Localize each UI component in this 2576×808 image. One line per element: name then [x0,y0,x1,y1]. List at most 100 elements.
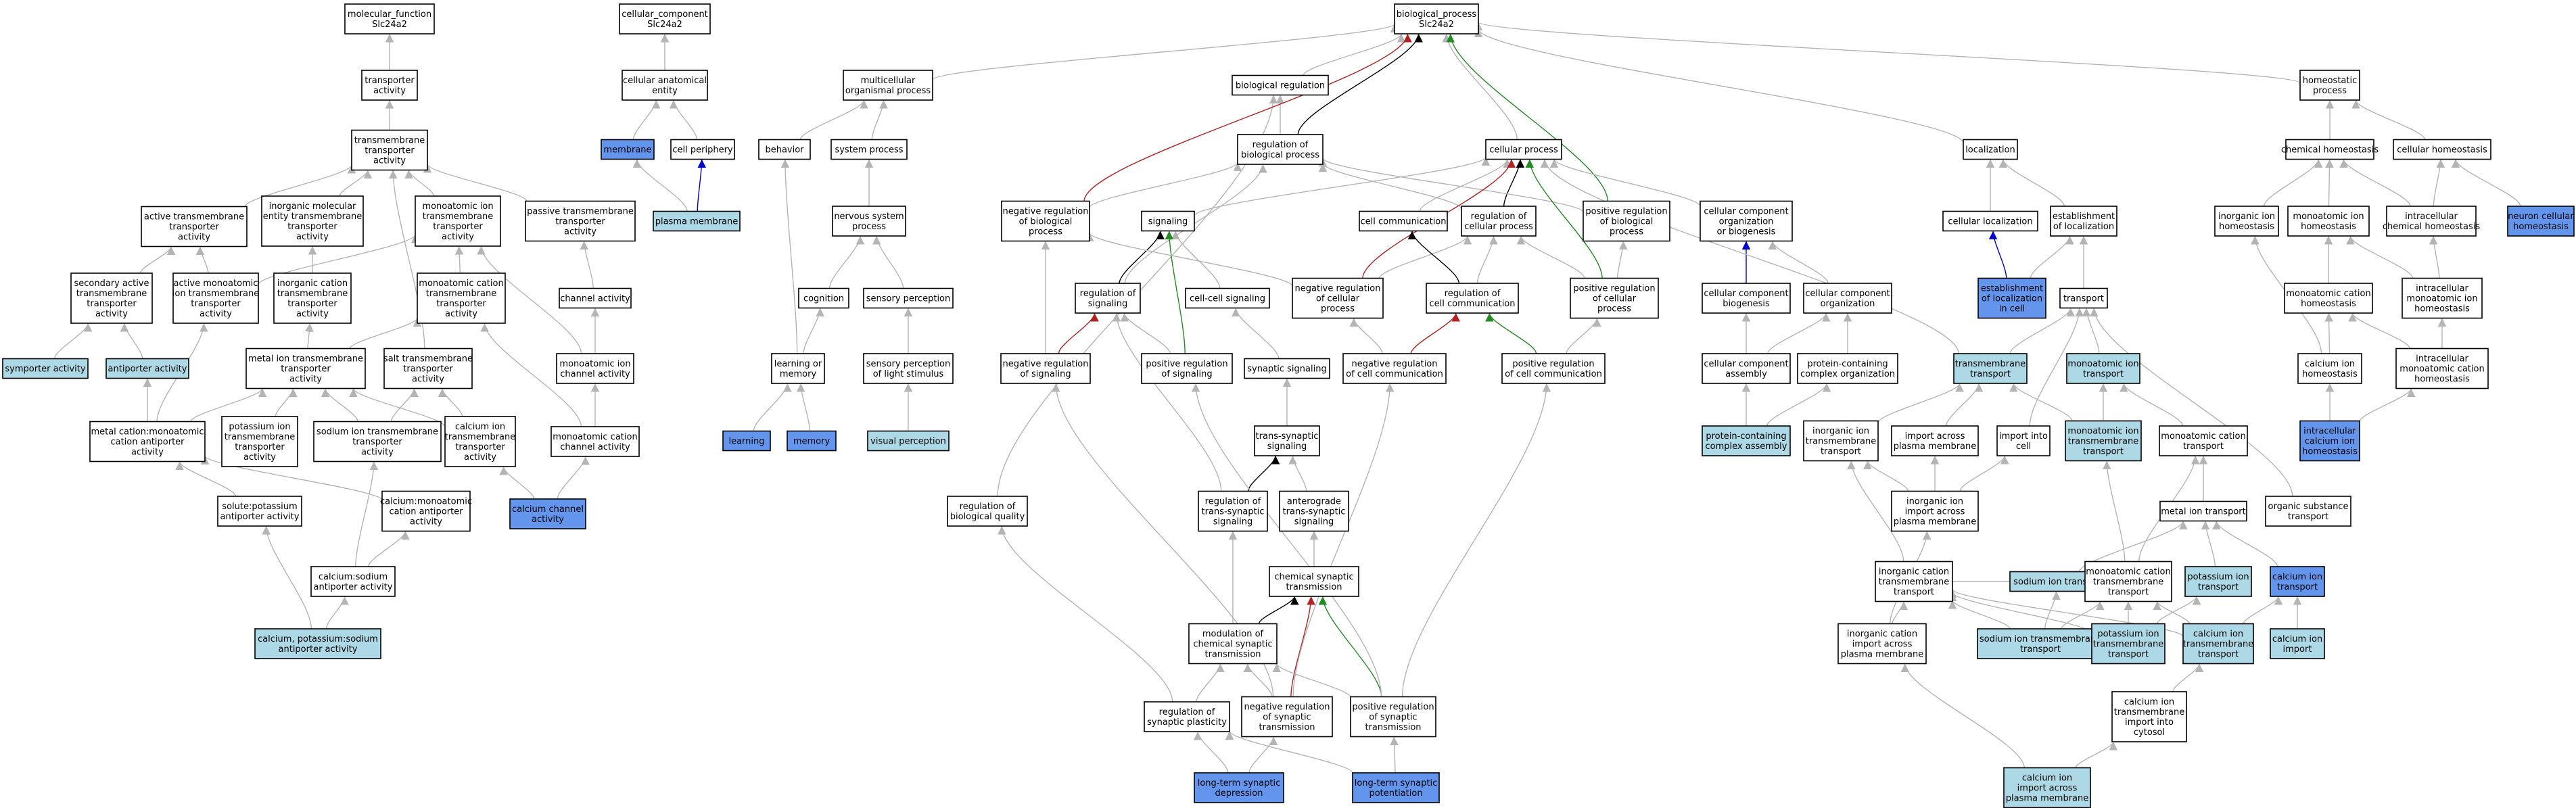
go-term-label: calcium:monoatomic [380,497,472,507]
go-term-box [1141,210,1195,232]
is-a-edge [1194,156,1491,216]
go-term-label: depression [1215,788,1263,799]
go-term-label: transmembrane [2114,707,2185,717]
go-term-box [1241,696,1333,738]
go-term-label: transporter [235,442,285,452]
is-a-edge [1419,159,1512,212]
go-term-box [1342,353,1447,384]
go-term-label: regulation of [960,502,1016,512]
go-term-label: inorganic cation [1847,629,1917,640]
go-term-label: solute:potassium [222,502,297,512]
is-a-edge [1401,383,1551,697]
go-term-box [1797,353,1898,384]
is-a-edge [1549,159,1701,207]
is-a-edge [1566,318,1601,354]
go-term-node: system process [830,139,908,160]
go-term-label: negative regulation [1294,284,1380,294]
go-term-box [2507,206,2575,237]
go-term-label: inorganic ion [1906,497,1963,507]
go-term-label: localization [1965,145,2015,156]
go-term-label: calcium ion [2124,697,2174,707]
go-term-box [947,496,1028,527]
is-a-edge [1877,383,1964,423]
go-term-label: monoatomic ion [422,201,493,212]
go-term-box [444,416,516,467]
go-term-label: transmembrane [2093,640,2164,650]
go-term-box [559,287,632,309]
go-term-label: cell communication [1360,217,1446,227]
is-a-edge [2433,159,2445,207]
go-term-box [622,70,708,101]
go-term-label: monoatomic ion [2067,427,2138,437]
go-term-box [1237,134,1324,165]
go-term-label: transmembrane [2183,640,2254,650]
go-term-label: of light stimulus [873,369,944,379]
go-term-label: transmembrane [1955,359,2026,369]
is-a-edge [1767,312,1831,354]
go-term-box [1996,425,2051,456]
is-a-edge [1390,736,1399,774]
go-term-box [551,426,640,457]
is-a-edge [1474,21,2301,84]
is-a-edge [1946,383,1984,427]
go-term-label: process [2313,86,2347,96]
go-term-label: sensory perception [866,359,951,369]
go-term-box [245,348,366,389]
go-term-label: symporter activity [5,364,85,375]
go-term-label: transmembrane [423,212,494,222]
go-term-label: cellular homeostasis [2397,145,2487,156]
go-term-node: sodium ion transmembranetransporteractiv… [313,421,442,462]
go-term-label: inorganic ion [2218,212,2275,222]
go-term-box [70,272,153,324]
go-term-label: monoatomic ion [2293,212,2364,222]
is-a-edge [190,388,267,422]
go-term-node: sensory perception [863,287,954,309]
go-term-box [1963,139,2018,160]
go-term-label: of biological [1600,217,1654,227]
go-term-label: calcium ion [2305,359,2355,369]
is-a-edge [803,308,824,354]
go-term-box [1194,772,1284,803]
go-term-label: homeostasis [2219,222,2274,232]
is-a-edge [262,525,312,629]
is-a-edge [275,388,298,417]
go-term-label: ion transmembrane [172,289,259,299]
go-term-label: of cell communication [1346,369,1443,379]
go-term-label: cell communication [1429,299,1515,309]
go-term-label: transporter [555,217,605,227]
is-a-edge [1058,312,1099,354]
go-term-box [2091,623,2165,665]
is-a-edge [753,383,792,431]
go-term-box [1700,200,1793,242]
is-a-edge [1540,159,1959,354]
go-term-node: symporter activity [2,358,89,379]
is-a-edge [499,466,535,500]
is-a-edge [2029,308,2084,427]
go-term-node: cell periphery [670,139,735,160]
is-a-edge [2075,741,2118,768]
go-term-box [2297,353,2362,384]
go-term-label: biological_process [1397,9,1477,20]
go-term-label: potassium ion [2187,572,2249,582]
go-term-label: biological quality [950,512,1025,522]
is-a-edge [1258,596,1299,624]
go-term-box [1350,696,1436,738]
is-a-edge [796,383,810,431]
is-a-edge [349,318,422,349]
go-term-label: activity [178,233,210,243]
is-a-edge [1318,158,1584,213]
is-a-edge [2243,596,2283,624]
go-term-node: cell-cell signaling [1185,287,1270,309]
